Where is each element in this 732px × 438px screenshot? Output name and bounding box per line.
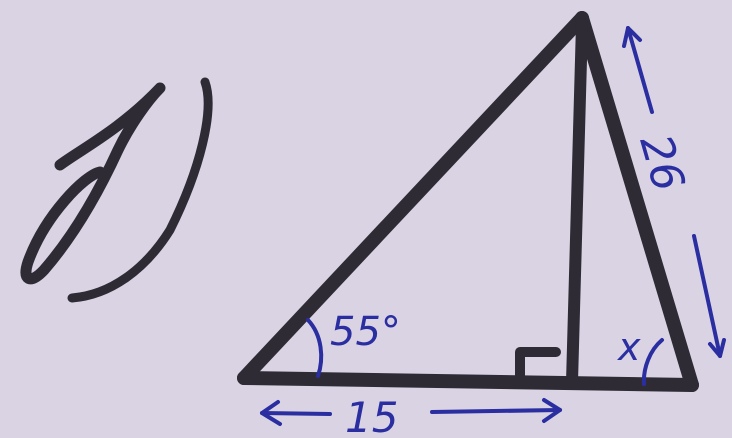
hypotenuse-left xyxy=(237,11,589,385)
altitude xyxy=(566,18,588,388)
angle-55: 55° xyxy=(306,309,401,378)
arrow-down-icon xyxy=(708,338,726,358)
side-arrow-top-line xyxy=(626,26,654,114)
side-arrow-bottom-line xyxy=(692,234,722,358)
letter-d xyxy=(20,82,166,285)
base-label: 15 xyxy=(345,393,398,438)
angle-x: x xyxy=(617,325,664,386)
x-angle-arc xyxy=(641,338,664,386)
arrow-left-icon xyxy=(260,400,282,426)
angle-arc xyxy=(306,318,324,378)
parenthesis xyxy=(67,77,213,303)
side-right xyxy=(575,11,699,392)
arrow-up-icon xyxy=(622,26,642,48)
right-angle-marker xyxy=(515,347,561,385)
problem-label: d) xyxy=(0,0,213,303)
arrow-right-icon xyxy=(542,398,562,423)
angle-label: 55° xyxy=(330,309,401,355)
problem-label-text: d) xyxy=(0,0,16,4)
base xyxy=(237,371,699,392)
base-dimension: 15 xyxy=(260,393,562,438)
x-label: x xyxy=(617,325,641,369)
base-arrow-right-line xyxy=(430,408,562,414)
base-arrow-left-line xyxy=(260,411,332,416)
triangle xyxy=(237,11,699,392)
